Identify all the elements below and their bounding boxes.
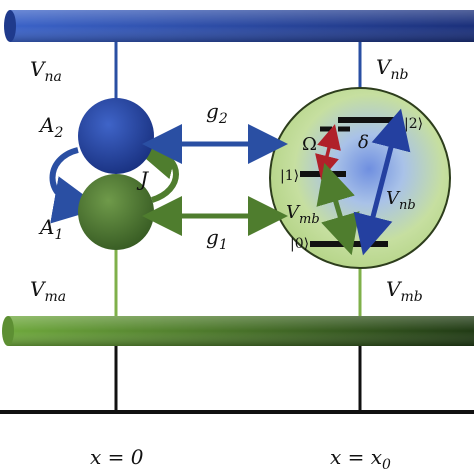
label-a2: A2: [38, 113, 63, 141]
label-v-ma: Vma: [30, 277, 66, 305]
ket-0: |0⟩: [290, 236, 309, 252]
label-g2: g2: [206, 99, 228, 127]
label-v-nb-inner: Vnb: [386, 188, 416, 213]
axis-label-x0-left: x = 0: [90, 445, 144, 469]
label-v-na: Vna: [30, 57, 62, 85]
green-waveguide: [2, 316, 474, 346]
vnb-transition-arrow: [353, 108, 411, 256]
label-delta: δ: [358, 132, 369, 153]
vmb-transition-arrow: [316, 162, 360, 256]
j-coupling-arrow-left: [49, 147, 102, 224]
label-v-nb: Vnb: [376, 55, 408, 83]
ket-1: |1⟩: [280, 168, 299, 184]
label-a1: A1: [38, 215, 63, 243]
resonator-a1: [78, 174, 154, 250]
ket-2: |2⟩: [404, 116, 423, 132]
label-g1: g1: [206, 225, 228, 253]
axis-label-x0-right: x = x0: [330, 445, 391, 473]
label-v-mb-outer: Vmb: [386, 277, 423, 305]
blue-waveguide: [4, 10, 474, 42]
label-j: J: [136, 167, 149, 191]
resonator-a2: [78, 98, 154, 174]
j-coupling-arrow-right: [128, 132, 182, 203]
omega-arrow: [315, 124, 341, 180]
label-omega: Ω: [302, 134, 317, 155]
label-v-mb-inner: Vmb: [286, 202, 320, 227]
